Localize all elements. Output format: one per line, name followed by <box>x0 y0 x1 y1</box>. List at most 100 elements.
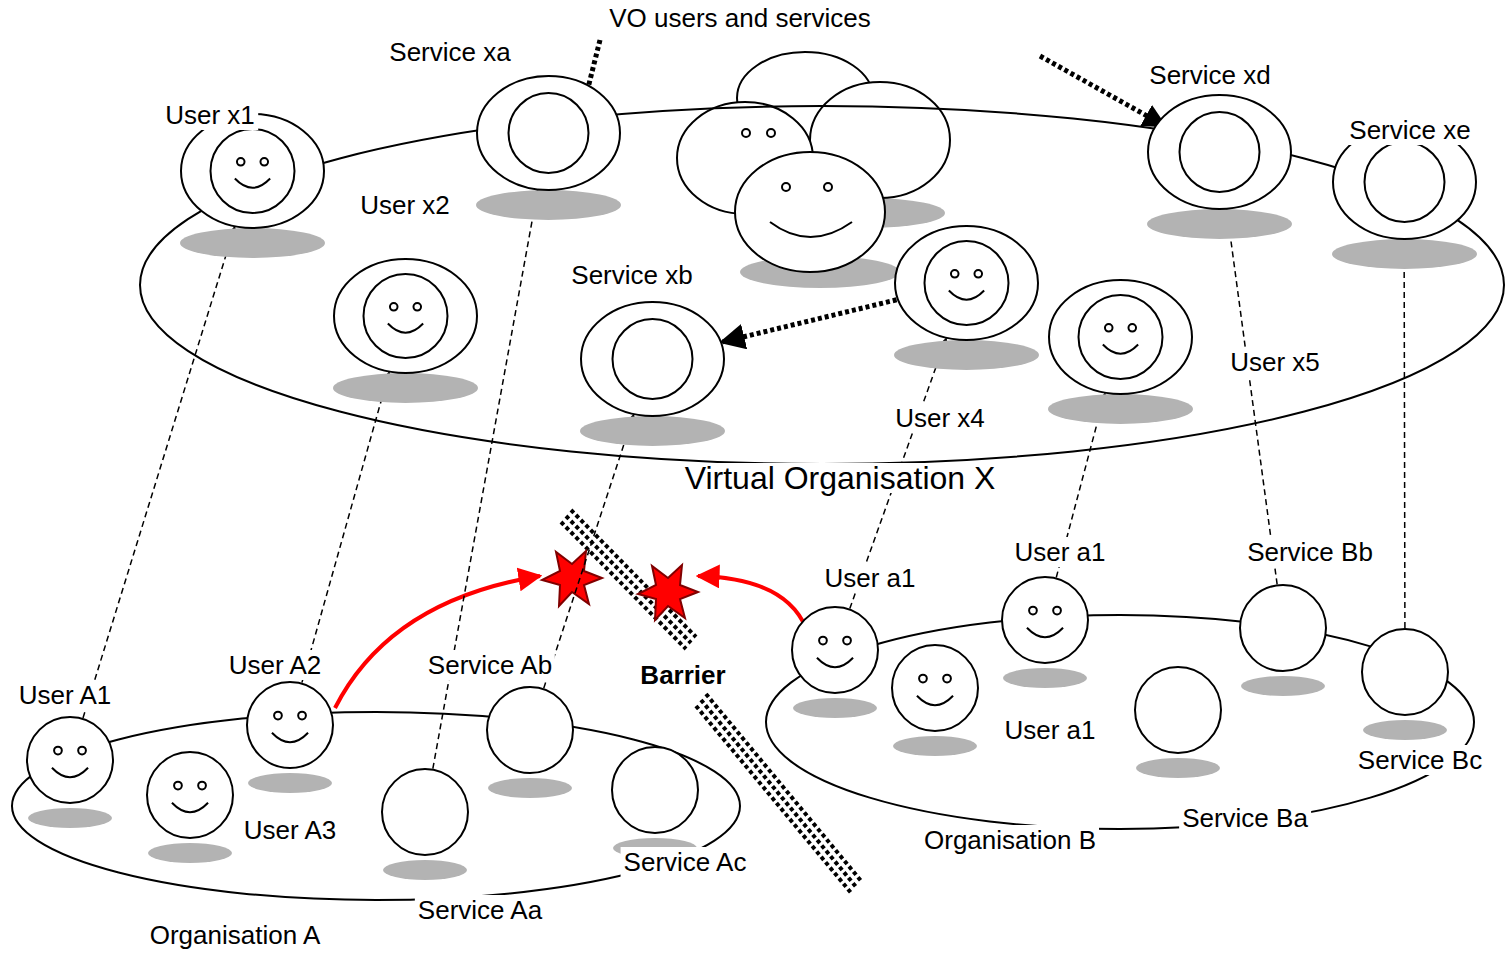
eye <box>943 675 951 683</box>
smile <box>387 324 422 333</box>
user-node: User A1 <box>26 716 114 804</box>
shadow <box>1332 239 1477 269</box>
node-label: Service Ba <box>1179 803 1311 833</box>
eye <box>54 747 62 755</box>
node-shape <box>1361 628 1449 716</box>
node-label: Service xa <box>386 37 513 67</box>
node-label: Service Bb <box>1244 537 1376 567</box>
eye <box>819 637 827 645</box>
node-shape <box>333 258 478 374</box>
node-label: User A2 <box>226 650 325 680</box>
cluster-member <box>735 152 885 272</box>
user-node: User A3 <box>146 751 234 839</box>
service-circle <box>382 769 468 855</box>
node-label: User x2 <box>357 190 453 220</box>
dashed-arrow <box>1404 240 1406 628</box>
eye <box>298 712 306 720</box>
node-label: Service xe <box>1346 115 1473 145</box>
face <box>892 645 978 731</box>
eye <box>1029 607 1037 615</box>
service-node: Service Bb <box>1239 584 1327 672</box>
free-label: VO users and services <box>606 3 874 33</box>
shadow <box>893 736 977 756</box>
node-label: User a1 <box>1001 715 1098 745</box>
user-node: User a1 <box>891 644 979 732</box>
shadow <box>1147 209 1292 239</box>
node-label: Service xb <box>568 260 695 290</box>
connector-line <box>1403 240 1405 628</box>
outer-ellipse <box>477 76 620 190</box>
face <box>1078 295 1162 379</box>
user-node: User a1 <box>1001 576 1089 664</box>
eye <box>413 303 421 311</box>
node-shape <box>246 681 334 769</box>
node-shape <box>891 644 979 732</box>
shadow <box>180 228 325 258</box>
eye <box>950 270 958 278</box>
shadow <box>1048 394 1193 424</box>
user-node: User x5 <box>1048 279 1193 395</box>
smile <box>272 733 308 742</box>
node-shape <box>580 301 725 417</box>
dashed-arrow <box>302 373 389 683</box>
node-label: Service Ac <box>621 847 750 877</box>
node-shape <box>486 686 574 774</box>
service-node: Service xb <box>580 301 725 417</box>
node-shape <box>381 768 469 856</box>
node-shape <box>611 746 699 834</box>
dashed-arrow <box>1227 210 1277 585</box>
node-shape <box>1048 279 1193 395</box>
face <box>363 274 447 358</box>
shadow <box>1241 676 1325 696</box>
service-circle <box>1362 629 1448 715</box>
dotted-arrow <box>721 300 896 342</box>
eye <box>843 637 851 645</box>
organisation-ellipse: Organisation BUser a1User a1User a1Servi… <box>765 614 1475 830</box>
vo-leaders <box>585 40 1165 126</box>
smile <box>770 222 852 237</box>
eye <box>767 129 775 137</box>
service-circle <box>508 93 588 173</box>
eye <box>919 675 927 683</box>
eye <box>782 183 790 191</box>
outer-ellipse <box>895 226 1038 340</box>
red-arrow <box>698 576 806 628</box>
shadow <box>248 773 332 793</box>
node-label: Organisation B <box>921 825 1099 855</box>
node-shape <box>894 225 1039 341</box>
shadow <box>333 373 478 403</box>
smile <box>917 696 953 705</box>
node-shape <box>180 113 325 229</box>
service-node: Service Ba <box>1134 666 1222 754</box>
connector-line <box>302 373 389 683</box>
shadow <box>488 778 572 798</box>
smile <box>1027 628 1063 637</box>
service-node: Service xa <box>476 75 621 191</box>
eye <box>742 129 750 137</box>
service-circle <box>1179 112 1259 192</box>
outer-ellipse <box>581 302 724 416</box>
red-arrow <box>335 576 540 708</box>
service-node: Service Ab <box>486 686 574 774</box>
node-label: Virtual Organisation X <box>682 463 999 493</box>
node-label: User A3 <box>241 815 340 845</box>
service-node: Service xe <box>1332 124 1477 240</box>
eye <box>236 158 244 166</box>
eye <box>260 158 268 166</box>
service-node: Service Ac <box>611 746 699 834</box>
eye <box>78 747 86 755</box>
dashed-arrow <box>83 227 235 718</box>
outer-ellipse <box>1049 280 1192 394</box>
eye <box>389 303 397 311</box>
service-circle <box>1135 667 1221 753</box>
user-node: User a1 <box>791 606 879 694</box>
face <box>27 717 113 803</box>
face <box>792 607 878 693</box>
user-node: User x4 <box>894 225 1039 341</box>
outer-ellipse <box>181 114 324 228</box>
service-circle <box>1240 585 1326 671</box>
node-label: User a1 <box>1011 537 1108 567</box>
shadow <box>383 860 467 880</box>
smile <box>234 179 269 188</box>
eye <box>274 712 282 720</box>
